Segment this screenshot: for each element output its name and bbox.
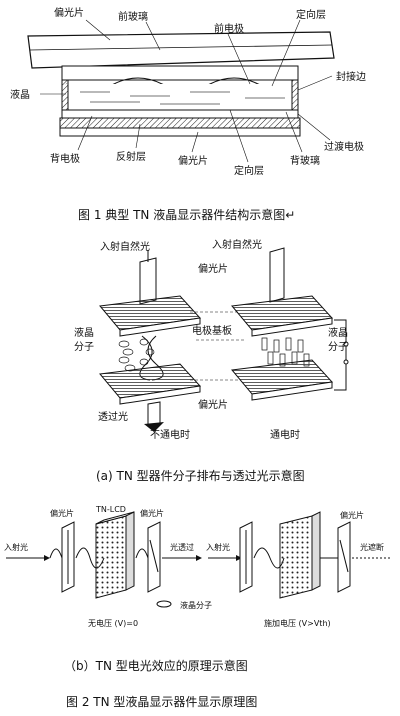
fig1-reflector (59, 117, 301, 129)
fig1-label-front-glass: 前玻璃 (118, 10, 148, 23)
fig2b-label-tn-lcd: TN-LCD (95, 505, 126, 514)
fig2b-label-polarizer-3: 偏光片 (340, 510, 364, 520)
fig1-top-polarizer (27, 31, 335, 69)
fig2b-label-polarizer-2: 偏光片 (140, 508, 164, 518)
fig1-bottom-polarizer (59, 127, 301, 137)
fig2a-label-lc-left-2: 分子 (74, 341, 94, 353)
fig1-label-reflector: 反射层 (116, 151, 146, 163)
fig2a-label-transmitted: 透过光 (98, 410, 128, 423)
fig2b-molecule-legend (156, 600, 172, 608)
fig1-label-back-glass: 背玻璃 (290, 154, 320, 167)
fig2a-diagram: 入射自然光 入射自然光 偏光片 液晶 分子 电极基板 液晶 分子 偏光片 透过光… (74, 238, 349, 441)
fig2b-label-voltage-on: 施加电压 (V>Vth) (264, 618, 331, 628)
fig2a-right-stack (231, 247, 349, 401)
fig2b-diagram: 偏光片 TN-LCD 偏光片 偏光片 入射光 光透过 入射光 光遮断 无电压 (… (4, 505, 392, 628)
fig2a-label-polarizer-bottom: 偏光片 (198, 398, 228, 411)
fig1-seal-left (61, 79, 69, 115)
fig2a-label-electrode-substrate: 电极基板 (192, 324, 232, 337)
fig2b-label-incident-2: 入射光 (206, 542, 230, 552)
fig2a-label-lc-right-1: 液晶 (328, 326, 348, 339)
fig2a-label-incident-right: 入射自然光 (212, 238, 262, 251)
fig1-label-polarizer-bottom: 偏光片 (178, 154, 208, 167)
fig1-front-glass (61, 65, 299, 81)
fig2b-label-incident-1: 入射光 (4, 542, 28, 552)
fig2a-left-stack (99, 250, 201, 432)
fig1-lc-layer (66, 84, 296, 110)
fig1-label-liquid-crystal: 液晶 (10, 88, 30, 101)
fig2b-caption: （b）TN 型电光效应的原理示意图 (64, 658, 248, 673)
fig2a-label-powered: 通电时 (270, 428, 300, 441)
fig1-label-alignment-top: 定向层 (296, 8, 326, 21)
fig1-caption: 图 1 典型 TN 液晶显示器件结构示意图↵ (78, 207, 295, 222)
fig2b-label-no-voltage: 无电压 (V)=0 (88, 618, 138, 628)
fig2-caption: 图 2 TN 型液晶显示器件显示原理图 (66, 694, 257, 709)
fig2a-label-no-power: 不通电时 (150, 428, 190, 441)
fig1-label-sealant: 封接边 (336, 70, 366, 83)
fig2a-label-lc-right-2: 分子 (328, 341, 348, 353)
fig2a-label-incident-left: 入射自然光 (100, 240, 150, 253)
fig2b-tn-lcd-2 (279, 515, 313, 599)
fig2a-label-polarizer-top: 偏光片 (198, 262, 228, 275)
fig2a-circuit (334, 319, 347, 391)
fig1-label-polarizer-top: 偏光片 (54, 6, 84, 19)
fig2a-caption: (a) TN 型器件分子排布与透过光示意图 (96, 468, 305, 483)
fig1-label-alignment-bottom: 定向层 (234, 164, 264, 177)
fig2a-label-lc-left-1: 液晶 (74, 326, 94, 339)
fig2b-label-polarizer-1: 偏光片 (50, 508, 74, 518)
fig1-label-back-electrode: 背电极 (50, 152, 80, 165)
fig1-label-transition-electrode: 过渡电极 (324, 140, 364, 153)
fig2b-label-light-block: 光遮断 (360, 542, 384, 552)
fig1-back-glass (61, 109, 299, 119)
fig2b-tn-lcd (95, 515, 127, 599)
fig1-label-front-electrode: 前电极 (214, 22, 244, 35)
fig2b-label-lc-molecule: 液晶分子 (180, 600, 212, 610)
fig2b-label-light-pass: 光透过 (170, 542, 194, 552)
fig1-structure: 偏光片 前玻璃 前电极 定向层 封接边 液晶 过渡电极 背电极 反射层 偏光片 … (10, 6, 366, 177)
fig1-seal-right (291, 79, 299, 115)
